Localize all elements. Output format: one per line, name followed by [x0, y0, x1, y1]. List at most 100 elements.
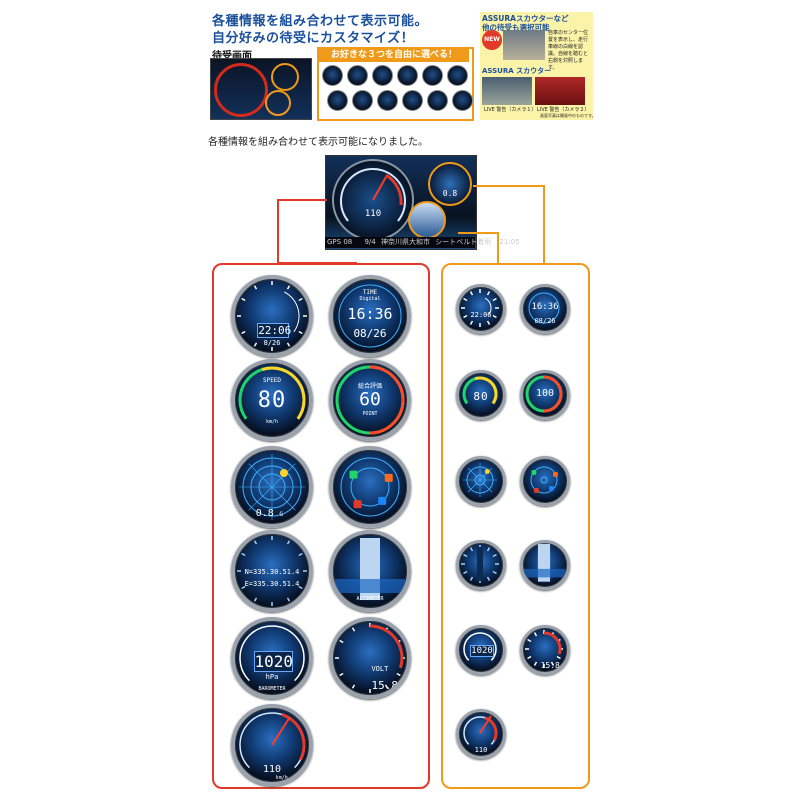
longitude-readout: E=335.30.51.4: [244, 580, 300, 588]
camera2-caption: LIVE 警告（カメラ２）: [537, 107, 590, 113]
speed-label: SPEED: [262, 377, 282, 384]
speed-value: 80: [257, 388, 287, 413]
standby-screen-label: 待受画面: [212, 51, 252, 62]
gauge-slot-highlight: [265, 90, 291, 116]
latitude-readout: N=335.30.51.4: [244, 568, 300, 576]
gauge-choice-panel: [317, 47, 474, 121]
gps-count: GPS 08: [327, 238, 353, 246]
live-camera1-image: [482, 77, 532, 105]
status-message: シートベルト着用: [435, 238, 492, 246]
digital-date-value: 08/26: [353, 327, 387, 340]
g-force-gauge: 0.8: [428, 162, 472, 206]
gps-radar-gauge: [329, 446, 411, 528]
gps-radar-gauge: [520, 456, 570, 506]
mini-gauge-thumb: [397, 65, 418, 86]
live-camera2-image: [535, 77, 585, 105]
orange-connector: [497, 232, 499, 263]
large-gauge-frame: [212, 263, 430, 789]
compass-gauge: [456, 540, 506, 590]
clock-time: 22:06: [257, 323, 292, 338]
red-connector: [277, 199, 279, 263]
mini-gauge-thumb: [452, 90, 473, 111]
new-badge: NEW: [482, 30, 502, 50]
red-connector: [277, 199, 327, 201]
barometer-label: BAROMETER: [258, 686, 286, 692]
altimeter-gauge: [408, 201, 446, 239]
promo-footnote: 画面写真は開発中のものです。: [540, 113, 596, 118]
gauge-choice-label: お好きな３つを自由に選べる！: [319, 49, 469, 62]
barometer-unit: hPa: [265, 673, 279, 681]
small-gauge-frame: [441, 263, 590, 789]
date: 9/4: [364, 238, 376, 246]
promo-subtitle: ASSURA スカウター: [482, 67, 552, 75]
promo-title-line2: 他の待受も選択可能: [482, 23, 550, 32]
gauge-slot-highlight: [271, 63, 299, 91]
volt-gauge: VOLT 15.8: [329, 617, 411, 699]
score-value: 60: [359, 389, 381, 410]
volt-value: 15.8: [540, 661, 560, 670]
g-force-value: 0.8: [255, 508, 274, 519]
digital-time-gauge: 16:36 08/26: [520, 284, 570, 334]
header-title-line1: 各種情報を組み合わせて表示可能。: [212, 14, 429, 29]
score-label: 総合評価: [357, 383, 382, 390]
brand-sublabel: Digital: [359, 296, 381, 302]
volt-gauge: 15.8: [520, 625, 570, 675]
status-bar: GPS 08 9/4 神奈川県大和市 シートベルト着用 21:05: [325, 237, 520, 248]
score-value: 100: [535, 388, 555, 399]
speed-gauge: 80: [456, 370, 506, 420]
main-speed-gauge: 110: [332, 159, 414, 241]
digital-time-value: 16:36: [347, 305, 393, 323]
promo-body-text: 自車のセンター位置を表示し、走行車線の白線を認識。自線を踏むと右側を対照します。: [548, 30, 589, 71]
speed-value: 80: [473, 390, 489, 403]
mini-gauge-thumb: [352, 90, 373, 111]
speedometer-gauge: 110: [456, 709, 506, 759]
altimeter-gauge: [520, 540, 570, 590]
clock: 21:05: [499, 238, 520, 246]
digital-date-value: 08/26: [534, 317, 556, 325]
clock-gauge: 22:06: [456, 284, 506, 334]
orange-connector: [473, 185, 545, 187]
radar-gauge: [456, 456, 506, 506]
mini-gauge-thumb: [422, 65, 443, 86]
speedometer-value: 110: [262, 764, 282, 775]
speedometer-unit: km/h: [275, 775, 288, 781]
scouter-screen-image: [503, 30, 545, 60]
clock-time: 22:06: [470, 311, 492, 319]
digital-time-value: 16:36: [531, 302, 559, 312]
barometer-value: 1020: [470, 645, 494, 657]
mini-gauge-thumb: [372, 65, 393, 86]
standby-screen: 110 0.8: [325, 155, 477, 250]
promo-title-line1: ASSURAスカウターなど: [482, 14, 569, 23]
mini-gauge-thumb: [427, 90, 448, 111]
speed-gauge: SPEED 80 km/h: [231, 359, 313, 441]
volt-label: VOLT: [371, 665, 389, 673]
orange-connector: [458, 232, 498, 234]
mini-gauge-thumb: [347, 65, 368, 86]
barometer-gauge: 1020: [456, 625, 506, 675]
promo-title: ASSURAスカウターなど 他の待受も選択可能: [482, 14, 568, 32]
mini-gauge-thumb: [447, 65, 468, 86]
speed-unit: km/h: [265, 419, 279, 425]
clock-date: 8/26: [263, 339, 281, 347]
volt-value: 15.8: [371, 679, 398, 692]
score-gauge: 100: [520, 370, 570, 420]
speed-gauge-highlight: [214, 63, 268, 117]
speedometer-value: 110: [474, 746, 488, 754]
altimeter-label: ALTIMETER: [356, 596, 384, 602]
mini-gauge-thumb: [327, 90, 348, 111]
orange-connector: [543, 185, 545, 263]
standby-screen-thumbnail: [210, 58, 312, 120]
mini-gauge-thumb: [402, 90, 423, 111]
mini-gauge-thumb: [322, 65, 343, 86]
camera1-caption: LIVE 警告（カメラ１）: [484, 107, 537, 113]
g-force-readout: 0.8: [442, 189, 458, 198]
mini-gauge-thumb: [377, 90, 398, 111]
brand-label: TIME: [362, 289, 378, 296]
